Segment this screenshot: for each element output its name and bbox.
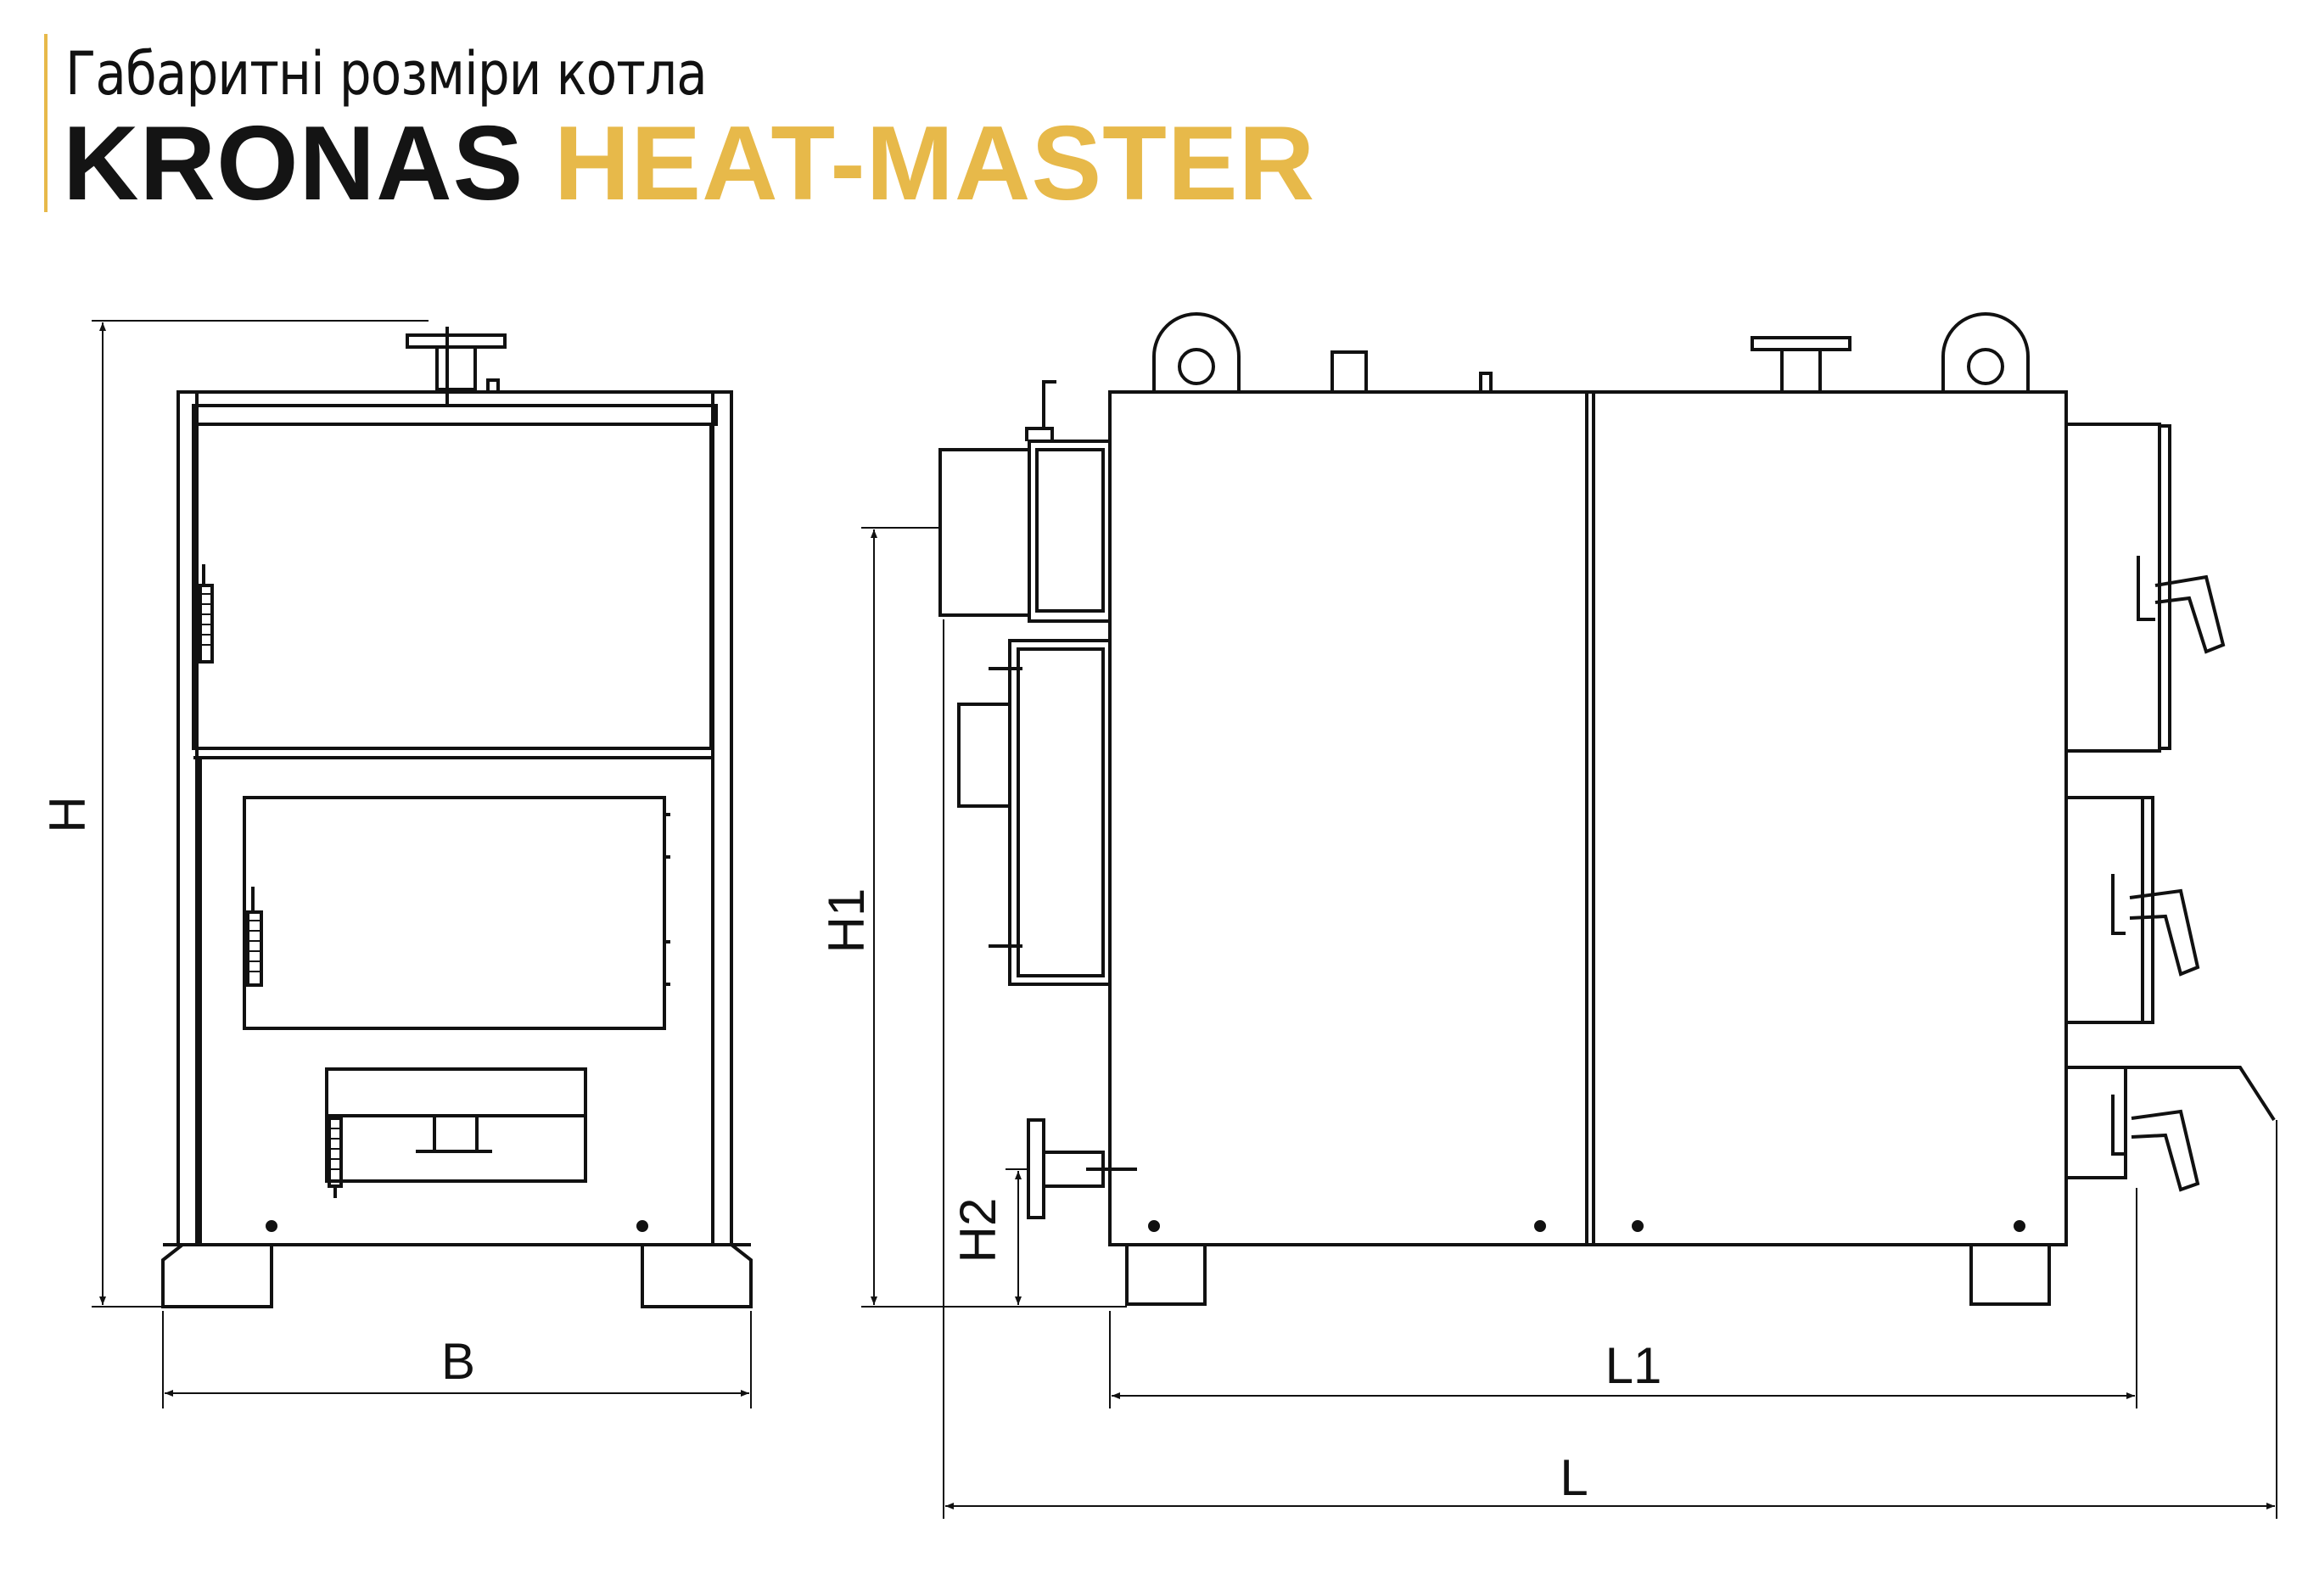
height-label: H [39,796,96,832]
front-dimensions [92,320,752,1408]
front-foot-left [161,1243,273,1308]
length-label: L [1560,1449,1588,1506]
ash-door-handle [328,1117,343,1198]
top-nozzle [1330,350,1368,394]
side-dimensions [861,527,2277,1519]
side-foot-right [1969,1243,2051,1306]
rear-cleaning-door [957,639,1112,986]
front-top-rail [192,404,718,426]
side-upper-door [2064,423,2226,753]
front-lower-panel [199,756,714,1246]
front-upper-panel [192,423,713,750]
model-name: HEAT-MASTER [553,105,1316,222]
upper-door-handle [199,564,214,664]
side-foot-left [1125,1243,1207,1306]
title: KRONAS HEAT-MASTER [63,104,1315,224]
flue-outlet [938,380,1112,623]
lifting-eye-left [1152,312,1241,392]
subtitle: Габаритні розміри котла [65,39,708,109]
brand-name: KRONAS [63,105,524,222]
door-handle [246,887,263,987]
ash-door [325,1067,587,1183]
front-view [161,327,753,1308]
length-1-label: L1 [1605,1337,1662,1394]
top-flange [406,327,507,407]
side-middle-door [2064,796,2200,1024]
top-flange-side [1751,336,1851,394]
accent-bar [44,34,48,212]
height-1-label: H1 [818,888,875,954]
front-foot-right [641,1243,753,1308]
width-label: B [441,1333,475,1390]
front-door [243,796,666,1030]
side-view [938,312,2276,1306]
side-ash-door [2064,1066,2276,1192]
height-2-label: H2 [950,1198,1006,1263]
return-nozzle [1027,1118,1137,1219]
lifting-eye-right [1941,312,2030,392]
